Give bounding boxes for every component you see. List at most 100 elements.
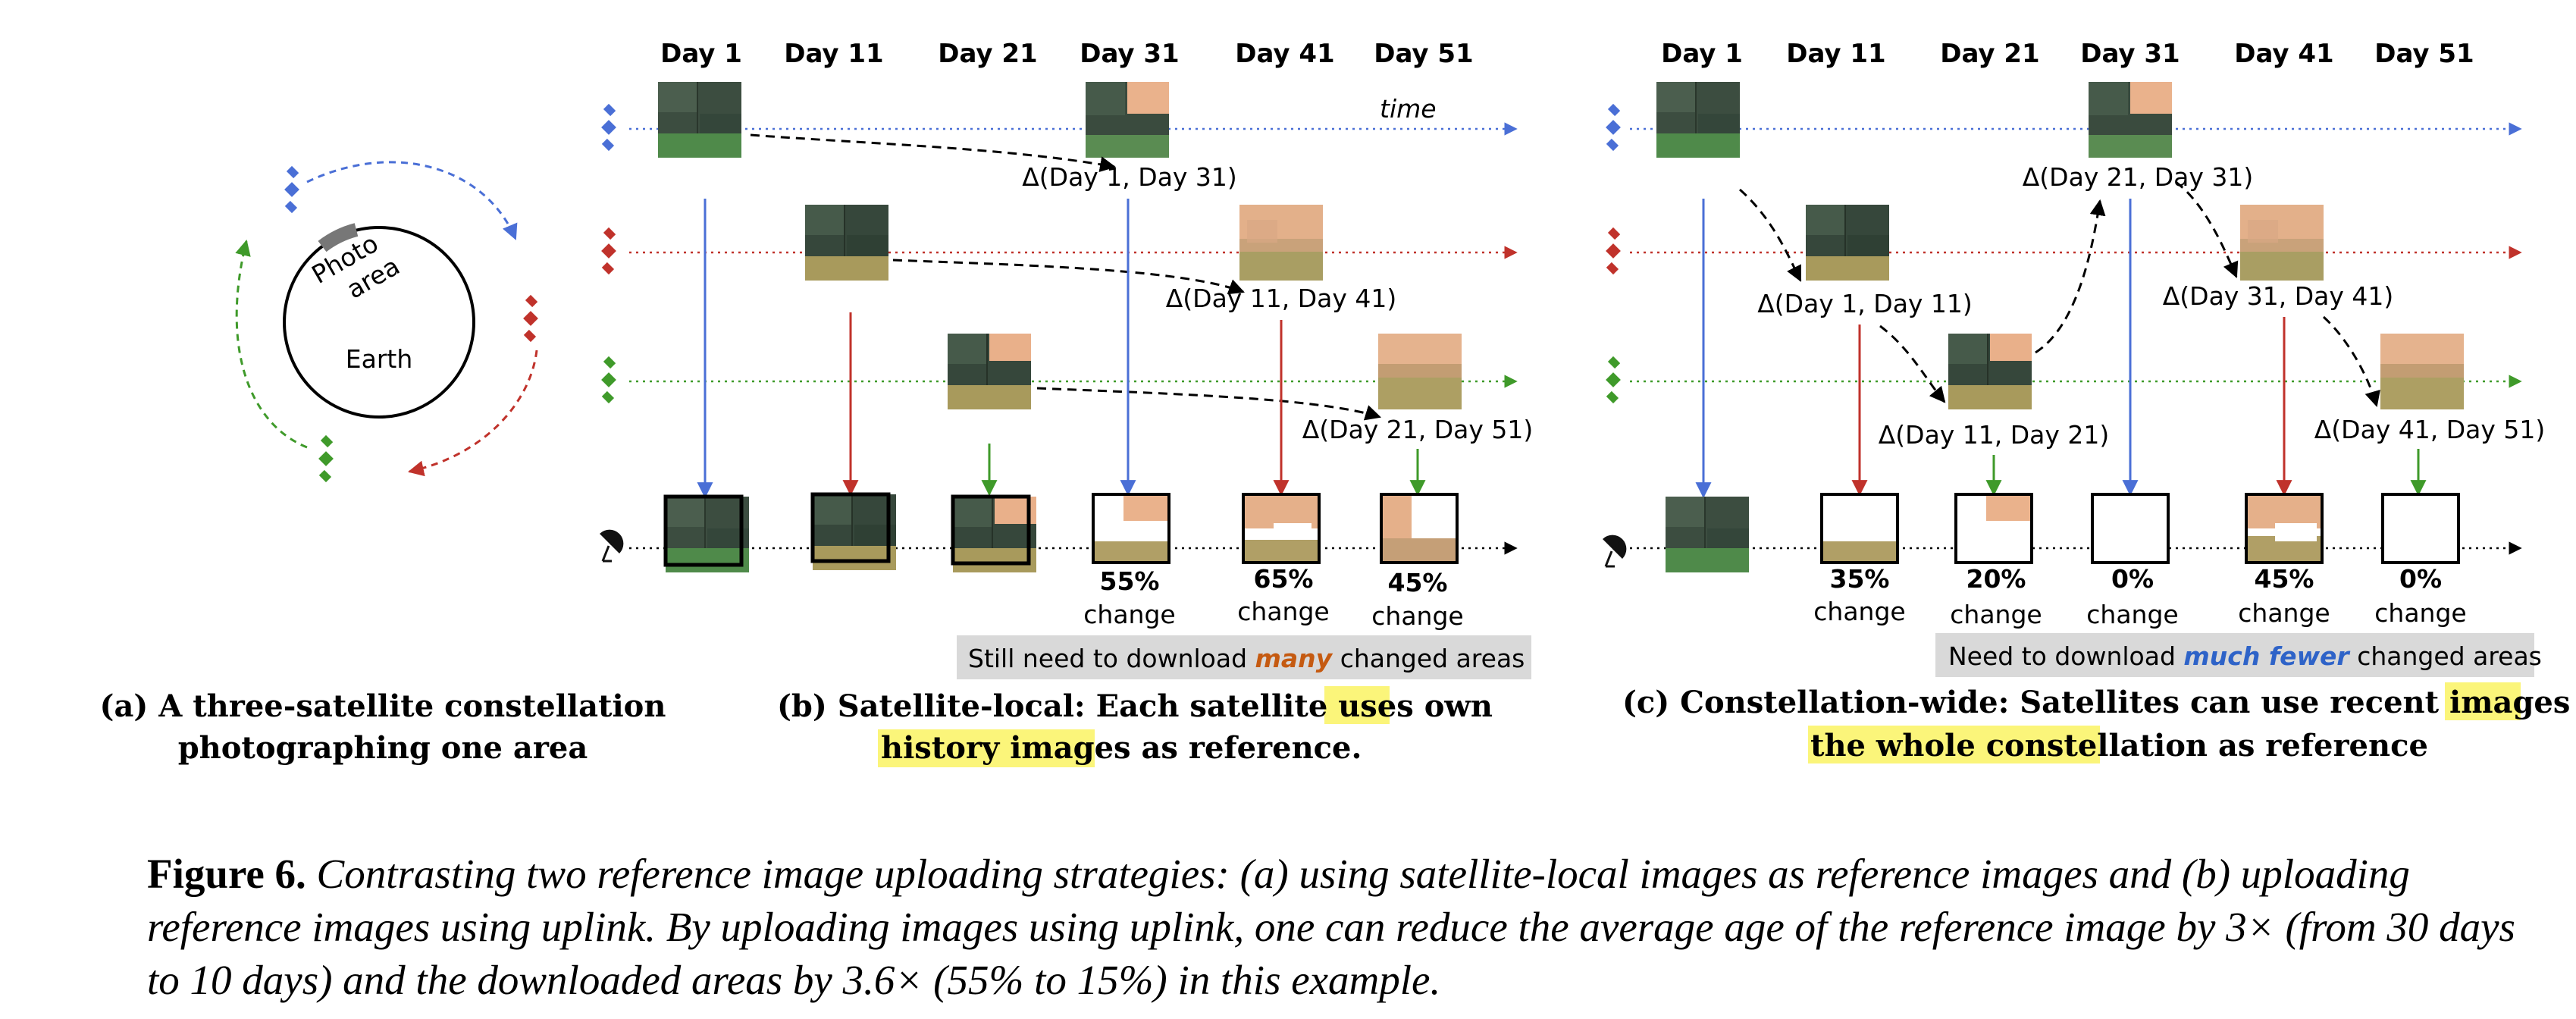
capture-image [2380, 334, 2464, 409]
capture-image [2089, 82, 2172, 158]
change-label: change [1950, 600, 2042, 629]
download-banner-text: Still need to download many changed area… [968, 644, 1525, 673]
green-orbit-arc [235, 239, 308, 449]
ground-diff-image [2381, 493, 2460, 564]
change-label: change [1083, 600, 1175, 629]
delta-label: Δ(Day 21, Day 31) [2023, 162, 2254, 192]
capture-image [1378, 334, 1462, 409]
reference-arrow [1036, 387, 1382, 421]
reference-arrow [892, 259, 1245, 295]
reference-arrow [2035, 199, 2106, 354]
ground-diff-image [1954, 493, 2033, 564]
satellite-icon-red [601, 227, 616, 275]
satellite-icon-red [523, 294, 538, 343]
ground-diff-image [1380, 493, 1459, 564]
caption-highlight [1808, 726, 2100, 763]
ground-diff-image [2091, 493, 2170, 564]
panel-a-caption-line2: photographing one area [178, 730, 588, 766]
day-label: Day 11 [784, 39, 883, 69]
day-label: Day 21 [938, 39, 1037, 69]
satellite-icon-red [1606, 227, 1621, 275]
ground-diff-image [1820, 493, 1899, 564]
satellite-icon-blue [284, 165, 299, 214]
figure-label: Figure 6. [147, 851, 306, 897]
ground-station-icon [598, 528, 625, 563]
reference-arrow [1739, 188, 1802, 282]
day-label: Day 1 [1661, 39, 1743, 69]
earth-label: Earth [346, 344, 413, 374]
capture-image [1948, 333, 2032, 410]
blue-orbit-arc [306, 161, 518, 240]
panel-b: Day 1 Day 11 Day 21 Day 31 Day 41 Day 51… [598, 39, 1533, 767]
change-label: change [2374, 598, 2466, 628]
ground-image [1665, 496, 1750, 573]
panel-b-caption-line2: history images as reference. [881, 730, 1362, 766]
change-percent: 0% [2111, 564, 2154, 594]
ground-image [810, 492, 897, 571]
download-banner [1935, 633, 2534, 677]
day-label: Day 41 [1235, 39, 1334, 69]
earth-circle [283, 226, 475, 419]
day-label: Day 41 [2234, 39, 2333, 69]
change-percent: 45% [1388, 568, 1448, 597]
capture-image [947, 333, 1032, 410]
panel-a-caption-line1: (a) A three-satellite constellation [100, 688, 666, 724]
day-label: Day 31 [1080, 39, 1179, 69]
photo-area-label: Photo area [307, 224, 406, 316]
delta-label: Δ(Day 1, Day 11) [1757, 289, 1973, 318]
capture-image [1239, 205, 1323, 281]
panel-c-day-labels: Day 1 Day 11 Day 21 Day 31 Day 41 Day 51 [1661, 39, 2474, 69]
change-percent: 55% [1100, 566, 1160, 596]
satellite-icon-green [601, 356, 616, 404]
ground-diff-image [1242, 493, 1321, 564]
change-percent: 20% [1966, 564, 2026, 594]
day-label: Day 51 [1374, 39, 1473, 69]
time-label: time [1380, 94, 1437, 124]
capture-image [1086, 82, 1169, 158]
change-percent: 0% [2399, 564, 2442, 594]
ground-image [951, 494, 1037, 573]
capture-image [804, 204, 889, 281]
reference-arrow [750, 133, 1117, 173]
ground-image [663, 494, 750, 573]
change-label: change [2086, 600, 2178, 629]
photo-area-arc [318, 223, 359, 252]
delta-label: Δ(Day 11, Day 21) [1879, 420, 2110, 450]
red-orbit-arc [407, 350, 538, 477]
day-label: Day 51 [2374, 39, 2474, 69]
satellite-icon-blue [1606, 103, 1621, 152]
reference-arrow [2322, 315, 2380, 408]
delta-label: Δ(Day 1, Day 31) [1022, 162, 1237, 192]
change-percent: 45% [2255, 564, 2314, 594]
day-label: Day 11 [1786, 39, 1885, 69]
day-label: Day 1 [660, 39, 742, 69]
capture-image [1656, 81, 1741, 158]
panel-c-caption-line2: the whole constellation as reference [1810, 728, 2428, 763]
panel-c-caption-line1: (c) Constellation-wide: Satellites can u… [1622, 685, 2576, 720]
day-label: Day 31 [2080, 39, 2180, 69]
reference-arrow [1879, 325, 1946, 403]
ground-diff-image [2245, 493, 2324, 564]
satellite-icon-green [318, 434, 334, 483]
panel-b-day-labels: Day 1 Day 11 Day 21 Day 31 Day 41 Day 51 [660, 39, 1474, 69]
caption-highlight [2445, 682, 2521, 720]
reference-arrow [2175, 180, 2239, 278]
satellite-icon-green [1606, 356, 1621, 404]
change-percent: 65% [1254, 564, 1314, 594]
day-label: Day 21 [1940, 39, 2039, 69]
figure-diagram: Photo area Earth (a) A three-satellite c… [100, 39, 2576, 767]
download-banner [957, 635, 1531, 679]
delta-label: Δ(Day 11, Day 41) [1166, 284, 1397, 313]
satellite-icon-blue [601, 103, 616, 152]
capture-image [657, 81, 742, 158]
delta-label: Δ(Day 41, Day 51) [2314, 415, 2546, 444]
change-label: change [1237, 597, 1329, 626]
capture-image [1805, 204, 1890, 281]
panel-b-caption-line1: (b) Satellite-local: Each satellite uses… [777, 688, 1493, 724]
change-percent: 35% [1830, 564, 1890, 594]
caption-highlight [1324, 686, 1390, 724]
ground-diff-image [1092, 493, 1170, 564]
caption-highlight [878, 729, 1095, 767]
figure-caption-text: Contrasting two reference image uploadin… [147, 851, 2515, 1003]
panel-c: Day 1 Day 11 Day 21 Day 31 Day 41 Day 51… [1601, 39, 2576, 763]
